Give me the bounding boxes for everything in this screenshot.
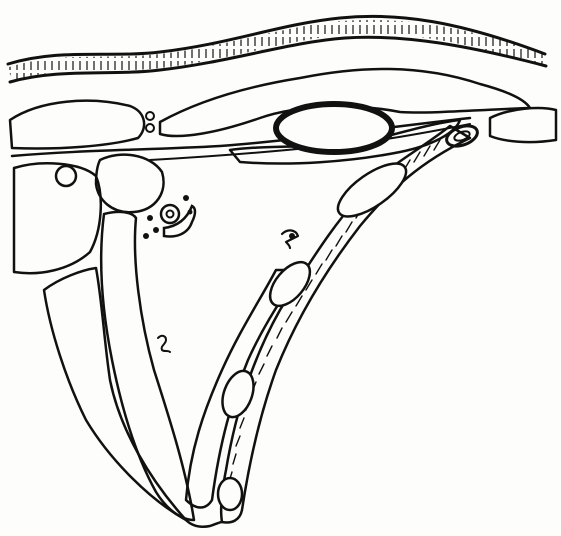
- central-oval-lumen: [276, 104, 392, 152]
- left-limb-cellular: [101, 212, 194, 520]
- left-cellular-cap: [96, 155, 164, 213]
- left-limb-outer: [44, 268, 186, 520]
- small-central-mark: [282, 230, 298, 248]
- top-striped-layer: [8, 16, 546, 82]
- left-dotted-block: [14, 163, 101, 273]
- small-structures-cluster: [143, 195, 195, 239]
- right-dotted-segment: [490, 108, 556, 142]
- right-limb-striated-band: [217, 126, 470, 523]
- left-cellular-lobe: [10, 101, 154, 149]
